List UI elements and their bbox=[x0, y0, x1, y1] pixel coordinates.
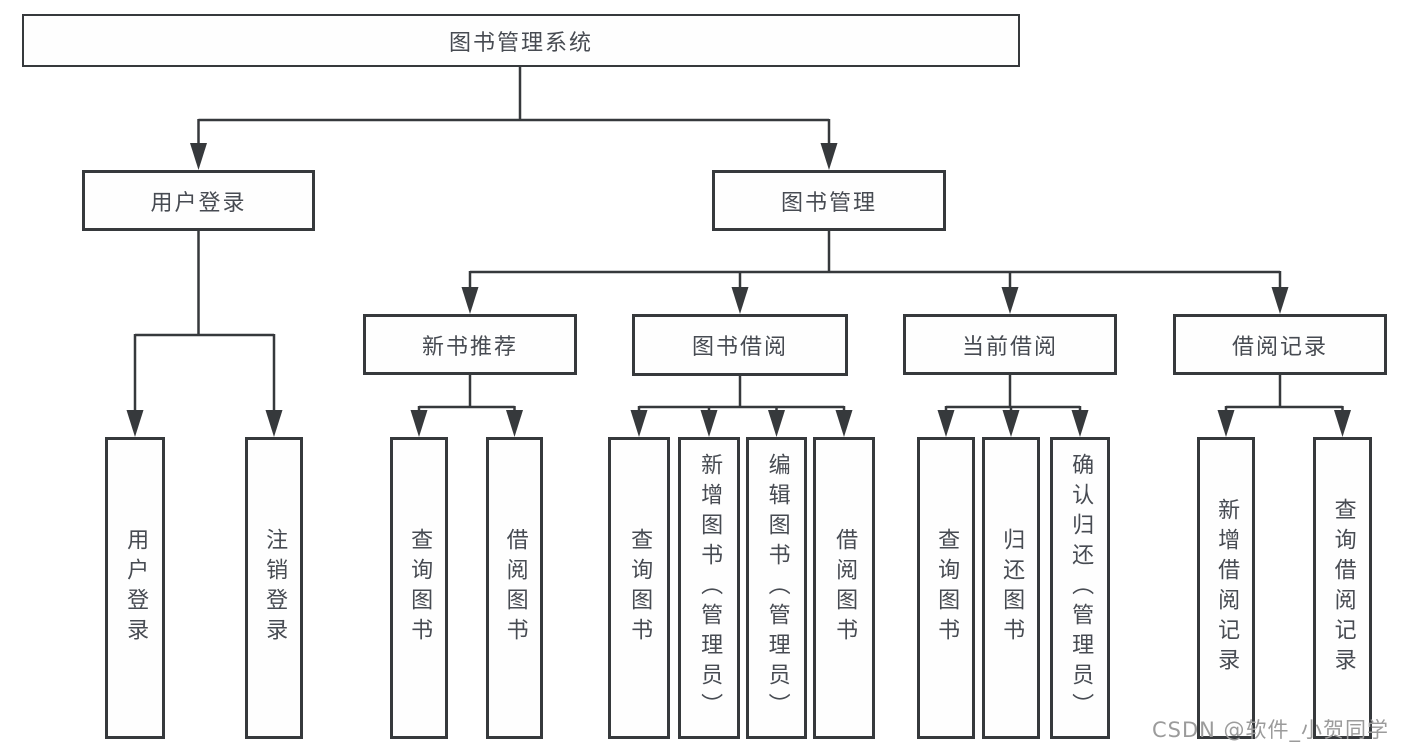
leaf-search-borrow-record: 查询借阅记录 bbox=[1313, 437, 1372, 739]
leaf-user-login: 用户登录 bbox=[105, 437, 165, 739]
leaf-borrow-books: 借阅图书 bbox=[486, 437, 543, 739]
leaf-logout: 注销登录 bbox=[245, 437, 303, 739]
leaf-label: 查询图书 bbox=[934, 528, 960, 648]
leaf-label: 查询图书 bbox=[407, 528, 433, 648]
node-user-login: 用户登录 bbox=[82, 170, 315, 231]
leaf-label: 借阅图书 bbox=[502, 528, 528, 648]
node-label: 当前借阅 bbox=[961, 334, 1058, 360]
node-library-management-system: 图书管理系统 bbox=[22, 14, 1020, 67]
leaf-label: 用户登录 bbox=[123, 528, 149, 648]
leaf-search-books: 查询图书 bbox=[390, 437, 448, 739]
leaf-label: 新增借阅记录 bbox=[1214, 498, 1240, 678]
leaf-label: 编辑图书（管理员） bbox=[764, 453, 790, 723]
leaf-search-books: 查询图书 bbox=[917, 437, 975, 739]
leaf-label: 新增图书（管理员） bbox=[697, 453, 723, 723]
node-label: 图书管理 bbox=[780, 190, 877, 216]
leaf-add-books-admin: 新增图书（管理员） bbox=[678, 437, 740, 739]
leaf-add-borrow-record: 新增借阅记录 bbox=[1197, 437, 1255, 739]
node-label: 图书借阅 bbox=[691, 335, 788, 360]
leaf-label: 查询图书 bbox=[627, 528, 653, 648]
node-book-management: 图书管理 bbox=[712, 170, 946, 231]
node-label: 新书推荐 bbox=[421, 334, 518, 360]
node-new-book-recommendation: 新书推荐 bbox=[363, 314, 577, 375]
leaf-label: 归还图书 bbox=[999, 528, 1025, 648]
csdn-watermark: CSDN @软件_小贺同学 bbox=[1152, 718, 1390, 742]
leaf-confirm-return-admin: 确认归还（管理员） bbox=[1050, 437, 1110, 739]
node-label: 用户登录 bbox=[150, 190, 247, 216]
leaf-borrow-books: 借阅图书 bbox=[813, 437, 875, 739]
node-label: 图书管理系统 bbox=[448, 30, 593, 56]
arrowhead-icons bbox=[126, 143, 1351, 437]
leaf-return-books: 归还图书 bbox=[982, 437, 1040, 739]
node-borrowing-records: 借阅记录 bbox=[1173, 314, 1387, 375]
node-current-borrowing: 当前借阅 bbox=[903, 314, 1117, 375]
leaf-label: 注销登录 bbox=[262, 528, 288, 648]
leaf-label: 借阅图书 bbox=[832, 528, 858, 648]
leaf-search-books: 查询图书 bbox=[608, 437, 670, 739]
leaf-label: 确认归还（管理员） bbox=[1068, 453, 1094, 723]
node-label: 借阅记录 bbox=[1231, 334, 1328, 360]
leaf-label: 查询借阅记录 bbox=[1330, 498, 1356, 678]
node-book-borrowing: 图书借阅 bbox=[632, 314, 848, 376]
leaf-edit-books-admin: 编辑图书（管理员） bbox=[746, 437, 807, 739]
